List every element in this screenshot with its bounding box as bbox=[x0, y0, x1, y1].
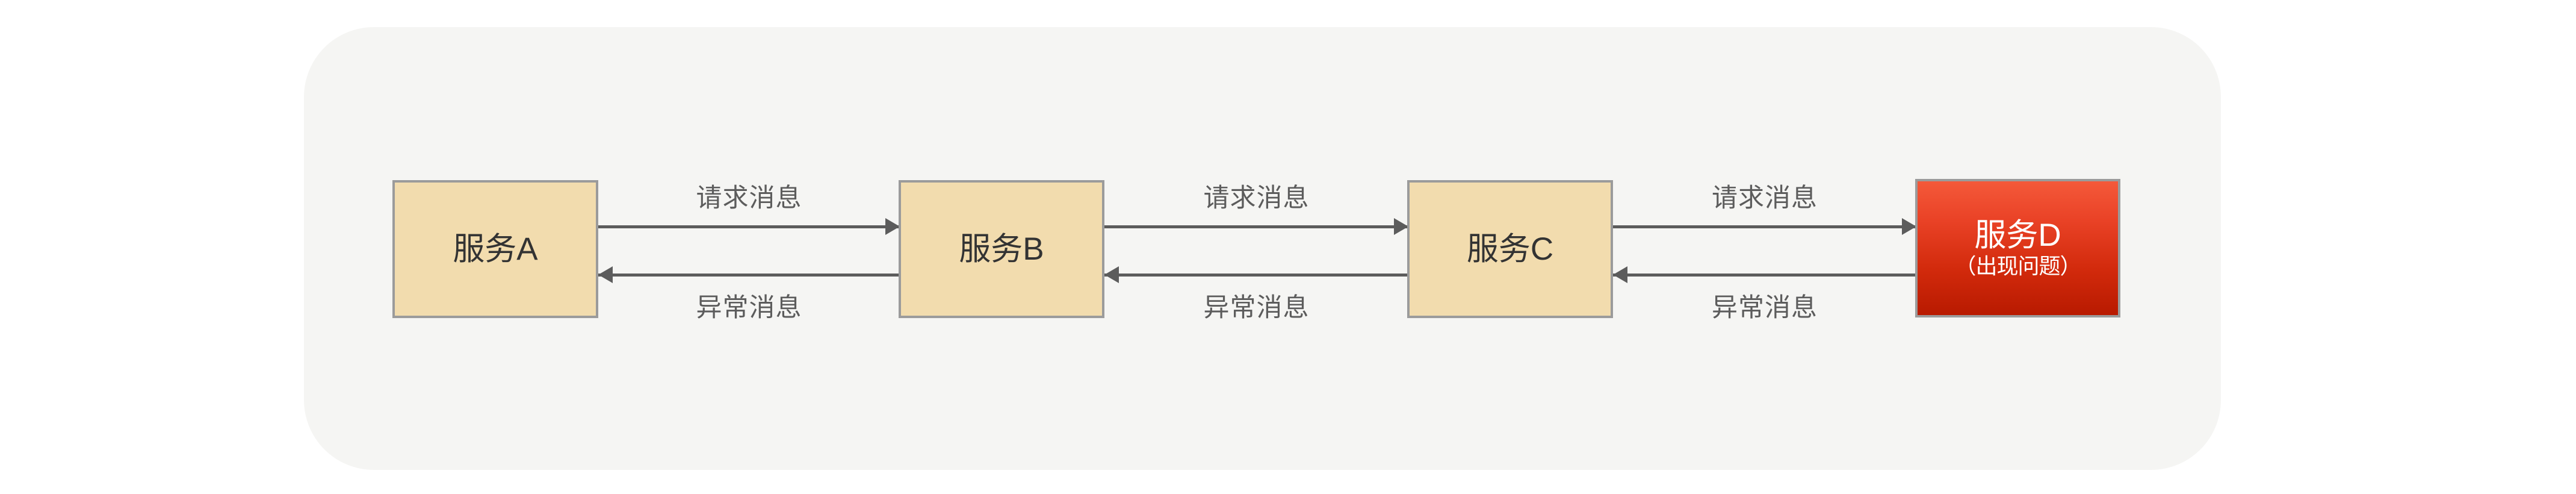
service-node-b-title: 服务B bbox=[959, 231, 1044, 267]
link-c-d-request-label: 请求消息 bbox=[1712, 184, 1818, 213]
link-a-b-error-line bbox=[598, 274, 900, 277]
link-b-c-request-label: 请求消息 bbox=[1203, 184, 1310, 213]
service-node-c-title: 服务C bbox=[1466, 231, 1554, 267]
link-c-d-error-arrowhead-icon bbox=[1613, 266, 1627, 283]
service-node-b[interactable]: 服务B bbox=[899, 180, 1104, 318]
link-a-b-error-arrowhead-icon bbox=[598, 266, 613, 283]
diagram-panel bbox=[304, 27, 2221, 470]
link-c-d-error-label: 异常消息 bbox=[1712, 293, 1818, 322]
link-a-b-request-line bbox=[598, 225, 900, 228]
link-c-d-error-line bbox=[1613, 274, 1916, 277]
link-c-d-request-line bbox=[1613, 225, 1916, 228]
link-b-c-error-arrowhead-icon bbox=[1104, 266, 1119, 283]
link-a-b-error-label: 异常消息 bbox=[696, 293, 802, 322]
link-a-b: 请求消息 异常消息 bbox=[598, 169, 900, 331]
link-c-d-request-arrowhead-icon bbox=[1902, 218, 1916, 235]
link-b-c-error-line bbox=[1104, 274, 1408, 277]
link-b-c-request-arrowhead-icon bbox=[1394, 218, 1408, 235]
link-c-d: 请求消息 异常消息 bbox=[1613, 169, 1916, 331]
service-node-d-title: 服务D bbox=[1974, 217, 2061, 253]
service-node-a[interactable]: 服务A bbox=[392, 180, 598, 318]
link-b-c-request-line bbox=[1104, 225, 1408, 228]
link-b-c-error-label: 异常消息 bbox=[1203, 293, 1310, 322]
service-node-d-status: （出现问题） bbox=[1954, 254, 2081, 279]
link-a-b-request-label: 请求消息 bbox=[696, 184, 802, 213]
link-a-b-request-arrowhead-icon bbox=[885, 218, 900, 235]
service-node-c[interactable]: 服务C bbox=[1407, 180, 1613, 318]
service-node-a-title: 服务A bbox=[453, 231, 538, 267]
service-node-d[interactable]: 服务D （出现问题） bbox=[1915, 179, 2120, 317]
link-b-c: 请求消息 异常消息 bbox=[1104, 169, 1408, 331]
